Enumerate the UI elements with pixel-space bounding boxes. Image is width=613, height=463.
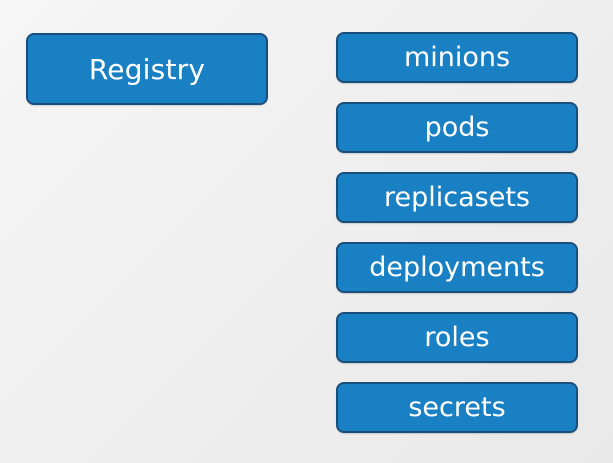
resource-box-deployments: deployments bbox=[336, 242, 578, 293]
resource-box-secrets: secrets bbox=[336, 382, 578, 433]
resource-box-pods: pods bbox=[336, 102, 578, 153]
resource-box-replicasets: replicasets bbox=[336, 172, 578, 223]
registry-box: Registry bbox=[26, 33, 268, 105]
resource-box-minions: minions bbox=[336, 32, 578, 83]
resource-list: minions pods replicasets deployments rol… bbox=[336, 32, 578, 433]
resource-box-roles: roles bbox=[336, 312, 578, 363]
